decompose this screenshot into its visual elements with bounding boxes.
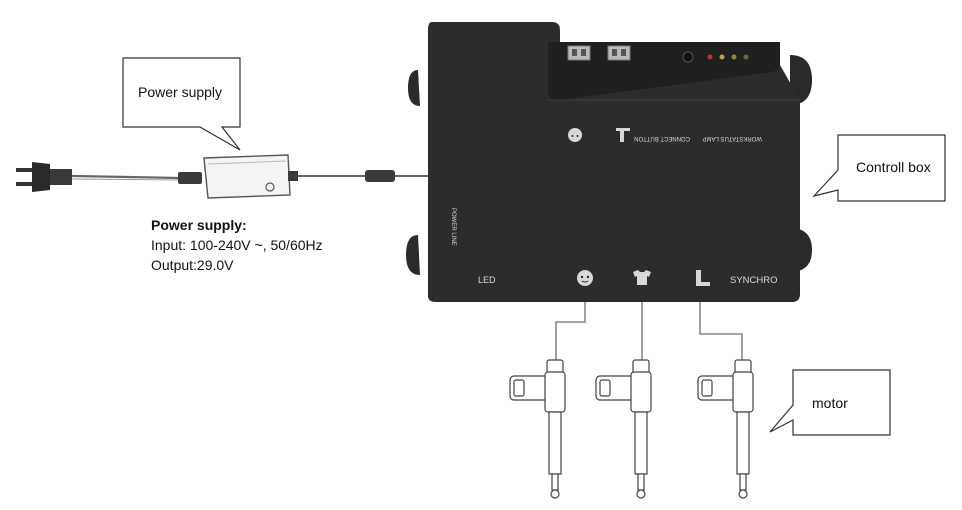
control-box-callout: Controll box bbox=[812, 134, 946, 202]
power-supply-callout-label: Power supply bbox=[138, 84, 222, 100]
motor-cables bbox=[555, 302, 743, 372]
motor-2 bbox=[595, 359, 652, 499]
motor-1 bbox=[509, 359, 566, 499]
power-line-label: POWER LINE bbox=[450, 208, 456, 246]
motor-callout-label: motor bbox=[812, 395, 848, 411]
head-icon bbox=[577, 270, 593, 286]
power-supply-callout: Power supply bbox=[122, 57, 241, 151]
power-supply-spec: Power supply: Input: 100-240V ~, 50/60Hz… bbox=[151, 215, 323, 275]
synchro-label: SYNCHRO bbox=[730, 275, 778, 286]
power-cord bbox=[16, 162, 202, 192]
spec-output: Output:29.0V bbox=[151, 257, 234, 273]
shirt-icon bbox=[633, 270, 651, 285]
motor-3 bbox=[697, 359, 754, 499]
connect-button-label: CONNECT BUTTON bbox=[634, 135, 690, 141]
led-label: LED bbox=[478, 275, 496, 285]
workstatus-lamp-label: WORKSTATUS LAMP bbox=[703, 135, 762, 141]
motor-callout: motor bbox=[769, 369, 891, 436]
control-box-callout-label: Controll box bbox=[856, 159, 931, 175]
boot-icon bbox=[616, 128, 630, 142]
boot-icon bbox=[696, 270, 710, 286]
spec-heading: Power supply: bbox=[151, 217, 247, 233]
control-box: CONNECT BUTTON WORKSTATUS LAMP POWER LIN… bbox=[406, 22, 812, 302]
spec-input: Input: 100-240V ~, 50/60Hz bbox=[151, 237, 323, 253]
power-adapter bbox=[203, 154, 428, 199]
head-icon bbox=[568, 128, 582, 142]
